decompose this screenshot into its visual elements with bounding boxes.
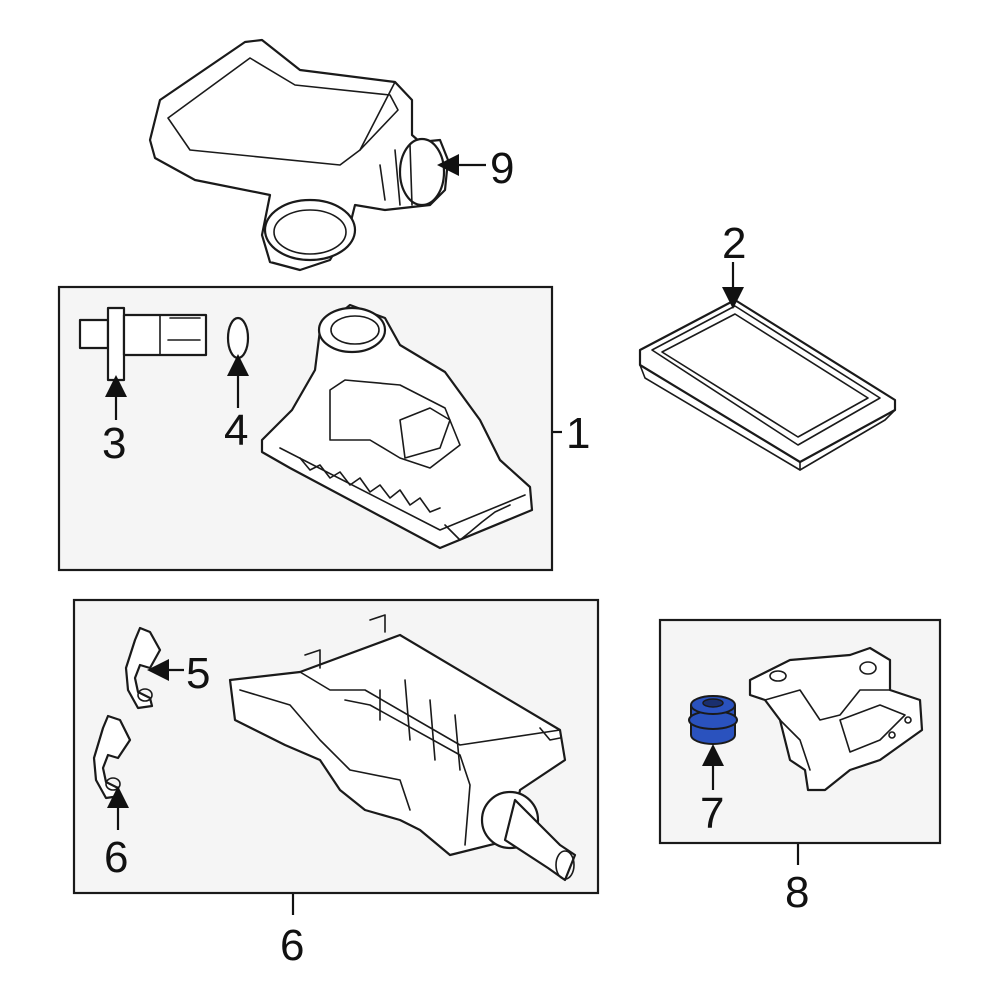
clamp-lower-part[interactable]: [92, 714, 132, 800]
callout-3: 3: [102, 419, 126, 468]
callout-6-upper: 5: [186, 649, 210, 698]
mounting-bracket-part[interactable]: [748, 646, 924, 792]
air-filter-element-part[interactable]: [638, 298, 897, 471]
callout-8: 8: [785, 868, 809, 917]
callout-9: 9: [490, 144, 514, 193]
callout-1: 1: [566, 409, 590, 458]
mass-airflow-sensor-part[interactable]: [78, 306, 208, 382]
grommet-part[interactable]: [688, 695, 738, 745]
clamp-upper-part[interactable]: [124, 626, 162, 710]
air-cleaner-cover-part[interactable]: [260, 303, 534, 550]
callout-6-lower: 6: [104, 833, 128, 882]
callout-2: 2: [722, 219, 746, 268]
callout-5: 6: [280, 921, 304, 970]
air-intake-duct-part[interactable]: [148, 38, 450, 272]
o-ring-seal-part[interactable]: [226, 316, 250, 360]
callout-4: 4: [224, 406, 248, 455]
air-cleaner-body-part[interactable]: [228, 614, 577, 882]
callout-7: 7: [700, 789, 724, 838]
